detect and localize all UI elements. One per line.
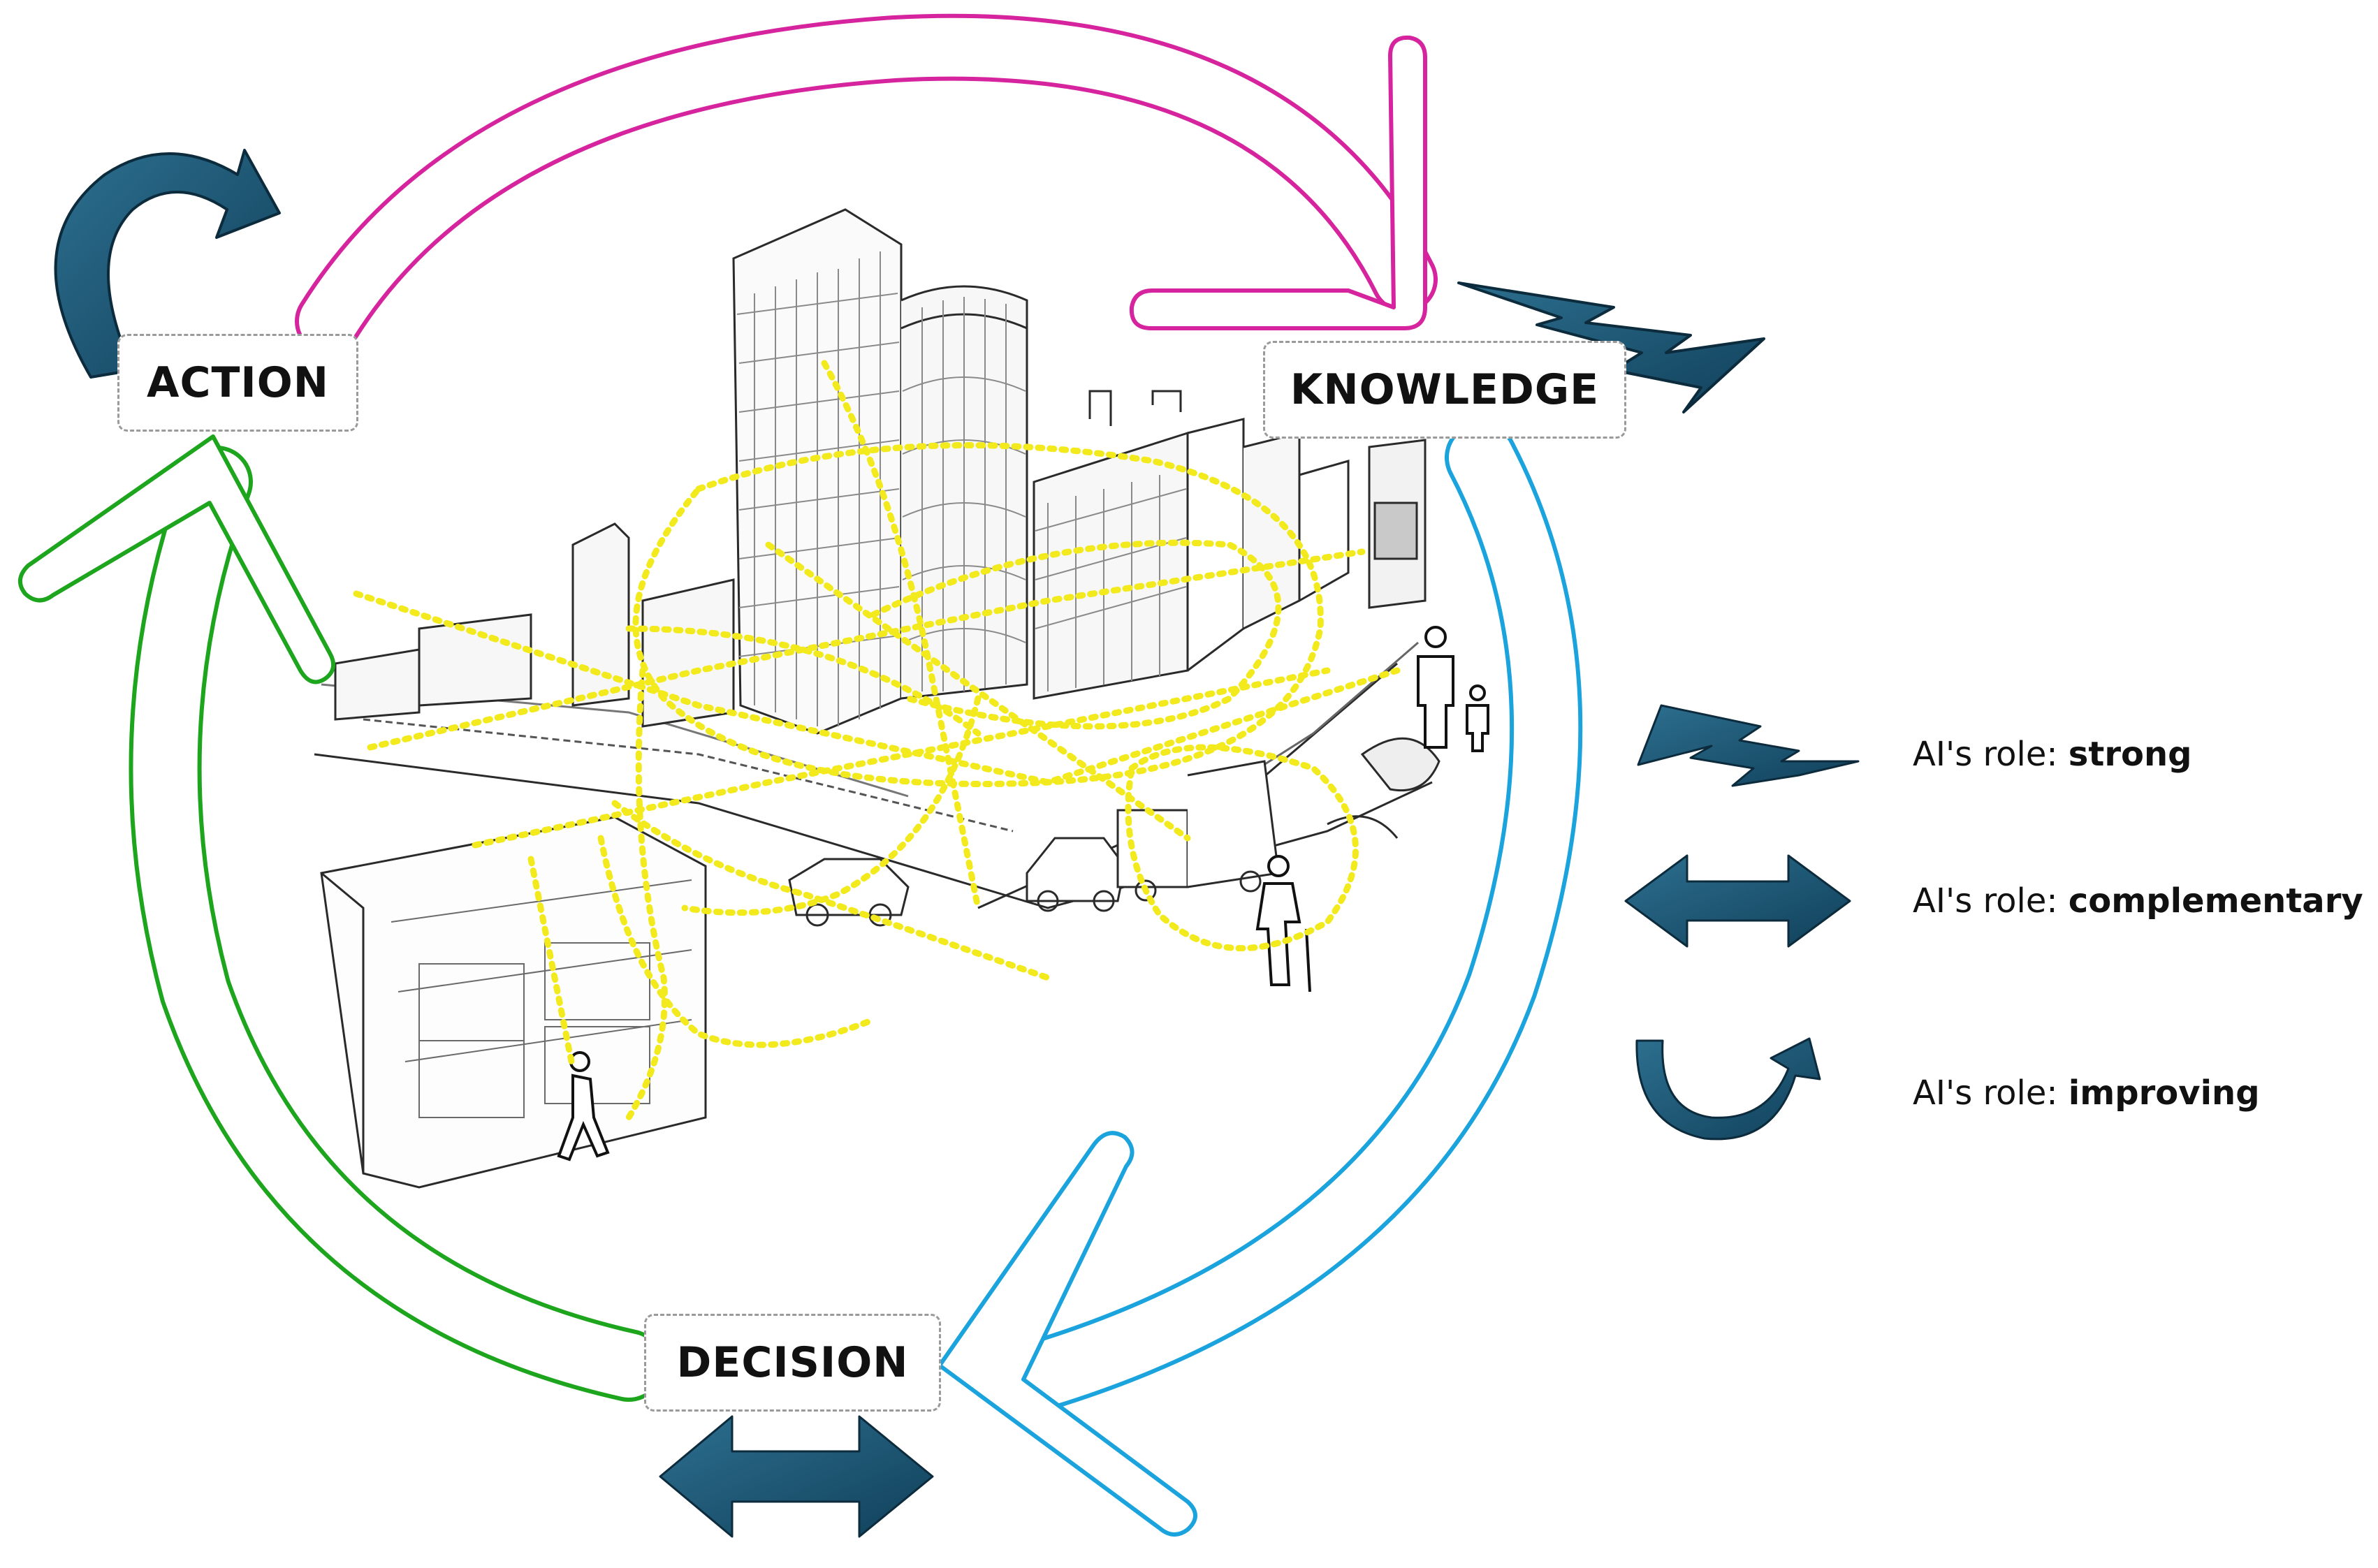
legend-curved-arrow-icon (1635, 1037, 1821, 1141)
lightning-bolt-icon (1457, 281, 1765, 413)
legend-prefix: AI's role: (1913, 1074, 2069, 1113)
route-overlay (353, 360, 1401, 1121)
legend-value: improving (2068, 1074, 2260, 1113)
knowledge-node-label: KNOWLEDGE (1263, 341, 1626, 439)
knowledge-to-decision-arrow (938, 421, 1583, 1537)
curved-arrow-icon (54, 149, 281, 379)
legend-lightning-icon (1637, 704, 1860, 787)
legend-prefix: AI's role: (1913, 735, 2069, 774)
double-headed-arrow-icon (659, 1415, 934, 1538)
legend-value: complementary (2068, 881, 2363, 921)
legend-double-arrow-icon (1624, 854, 1851, 948)
pedestrian-icons (557, 626, 1489, 1162)
decision-to-action-arrow (18, 434, 665, 1402)
action-to-knowledge-arrow (295, 13, 1438, 355)
legend-prefix: AI's role: (1913, 881, 2069, 921)
action-node-label: ACTION (117, 334, 358, 432)
legend-improving-label: AI's role: improving (1913, 1074, 2260, 1113)
decision-node-label: DECISION (644, 1314, 941, 1412)
legend-strong-label: AI's role: strong (1913, 735, 2192, 774)
legend-complementary-label: AI's role: complementary (1913, 881, 2363, 921)
legend-value: strong (2068, 735, 2192, 774)
